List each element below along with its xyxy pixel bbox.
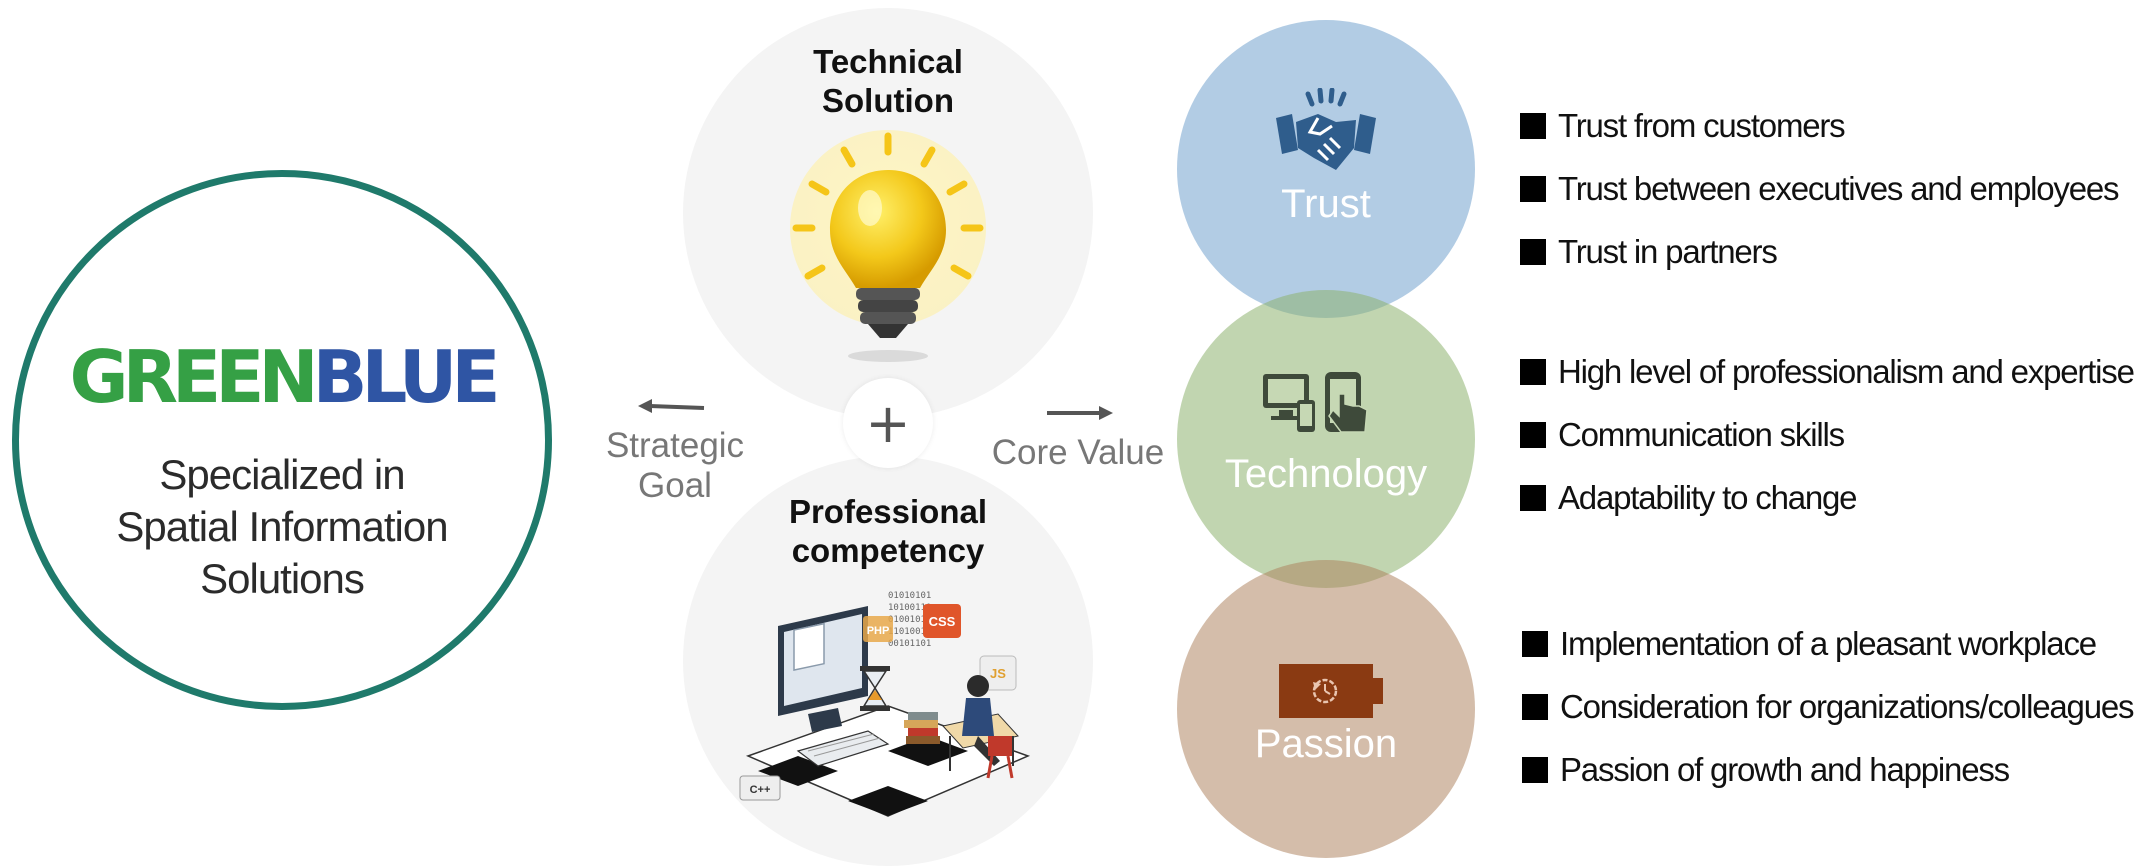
bullet-square-icon — [1520, 238, 1546, 265]
svg-text:11010010: 11010010 — [888, 627, 931, 637]
core-value-label: Core Value — [991, 433, 1165, 472]
bullet-text: Trust in partners — [1558, 232, 1778, 270]
bullet-text: Adaptability to change — [1558, 478, 1858, 516]
technical-solution-circle: Technical Solution — [683, 8, 1093, 418]
strategic-goal-label: Strategic Goal — [590, 426, 760, 506]
battery-icon — [1279, 664, 1383, 718]
svg-text:01001011: 01001011 — [888, 615, 931, 625]
developer-workspace-illustration: 01010101 10100110 01001011 11010010 001011… — [739, 591, 1031, 817]
list-item: Adaptability to change — [1520, 466, 2134, 529]
bullet-text: High level of professionalism and expert… — [1558, 352, 2135, 390]
bullet-square-icon — [1522, 693, 1548, 720]
svg-text:01010101: 01010101 — [888, 591, 931, 601]
left-arrow-icon — [638, 399, 705, 413]
tagline-line-1: Specialized in — [159, 451, 405, 498]
bullet-text: Consideration for organizations/colleagu… — [1560, 687, 2135, 725]
professional-competency-title: Professional competency — [683, 492, 1093, 570]
list-item: High level of professionalism and expert… — [1520, 340, 2135, 403]
hourglass-icon — [860, 666, 890, 711]
bullet-text: Passion of growth and happiness — [1560, 750, 2010, 788]
svg-text:C++: C++ — [750, 784, 771, 796]
passion-circle: Passion — [1177, 560, 1475, 858]
technology-circle: Technology — [1177, 290, 1475, 588]
bullet-text: Communication skills — [1558, 415, 1845, 453]
logo-green-text: GREEN — [69, 335, 318, 419]
technical-solution-line-2: Solution — [822, 82, 954, 119]
tagline-line-3: Solutions — [200, 555, 365, 602]
bullet-square-icon — [1520, 421, 1546, 448]
list-item: Passion of growth and happiness — [1522, 738, 2133, 801]
bullet-square-icon — [1520, 175, 1546, 202]
svg-text:00101101: 00101101 — [888, 639, 931, 649]
handshake-icon — [1276, 88, 1376, 170]
trust-bullet-list: Trust from customers Trust between execu… — [1520, 94, 2120, 283]
technical-solution-title: Technical Solution — [683, 42, 1093, 120]
right-arrow-icon — [1047, 406, 1113, 420]
list-item: Communication skills — [1520, 403, 2134, 466]
passion-label: Passion — [1254, 722, 1398, 766]
list-item: Trust from customers — [1520, 94, 2118, 157]
bullet-square-icon — [1520, 484, 1546, 511]
technical-solution-line-1: Technical — [813, 43, 963, 80]
list-item: Implementation of a pleasant workplace — [1522, 612, 2133, 675]
devices-icon — [1263, 372, 1368, 433]
bullet-square-icon — [1520, 112, 1546, 139]
strategic-goal-line-1: Strategic — [605, 426, 745, 465]
greenblue-logo: GREENBLUE — [19, 335, 545, 419]
logo-circle: GREENBLUE Specialized in Spatial Informa… — [12, 170, 552, 710]
js-badge: JS — [979, 655, 1017, 691]
technology-label: Technology — [1224, 452, 1428, 496]
trust-label: Trust — [1281, 182, 1371, 226]
lightbulb-icon — [790, 130, 986, 362]
svg-text:10100110: 10100110 — [888, 603, 931, 613]
passion-bullet-list: Implementation of a pleasant workplace C… — [1522, 612, 2135, 801]
technology-bullet-list: High level of professionalism and expert… — [1520, 340, 2135, 529]
svg-text:PHP: PHP — [867, 625, 890, 637]
strategic-goal-line-2: Goal — [638, 466, 712, 505]
bullet-text: Implementation of a pleasant workplace — [1560, 624, 2097, 662]
tagline-line-2: Spatial Information — [116, 503, 448, 550]
bullet-text: Trust from customers — [1558, 106, 1846, 144]
plus-icon: + — [843, 378, 933, 468]
svg-text:JS: JS — [990, 666, 1006, 681]
professional-competency-line-1: Professional — [788, 493, 988, 530]
list-item: Consideration for organizations/colleagu… — [1522, 675, 2135, 738]
trust-circle: Trust — [1177, 20, 1475, 318]
bullet-square-icon — [1522, 756, 1548, 783]
php-badge: PHP — [863, 616, 893, 642]
logo-blue-text: BLUE — [312, 335, 501, 419]
list-item: Trust in partners — [1520, 220, 2118, 283]
professional-competency-line-2: competency — [791, 532, 985, 569]
tagline: Specialized in Spatial Information Solut… — [59, 449, 505, 605]
bullet-square-icon — [1520, 358, 1546, 385]
list-item: Trust between executives and employees — [1520, 157, 2120, 220]
professional-competency-circle: Professional competency 01010101 10100110… — [683, 456, 1093, 866]
css-badge: CSS — [923, 604, 961, 638]
svg-text:CSS: CSS — [929, 614, 956, 629]
bullet-text: Trust between executives and employees — [1558, 169, 2120, 207]
bullet-square-icon — [1522, 630, 1548, 657]
cpp-badge: C++ — [739, 775, 781, 801]
